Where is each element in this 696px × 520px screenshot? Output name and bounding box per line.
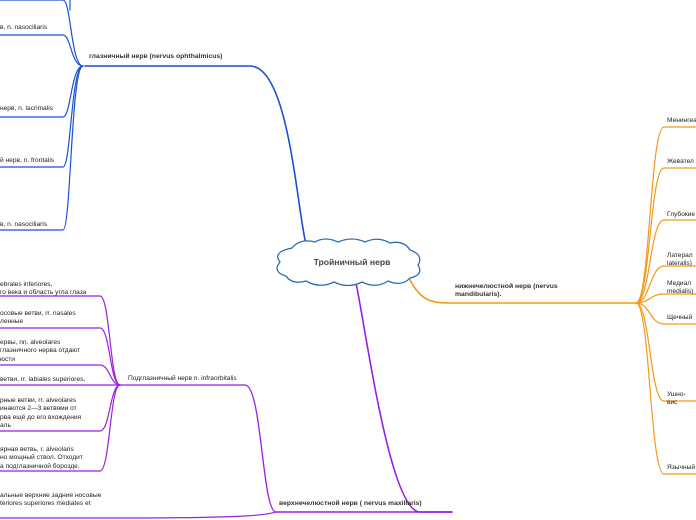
connector-mandibular-child-7 — [635, 302, 696, 402]
mandibular-child-6[interactable]: Щечный — [667, 314, 693, 321]
ophthalmic-nerve-topic[interactable]: глазничный нерв (nervus ophthalmicus) — [89, 53, 223, 60]
ophthalmic-child-4[interactable]: в, n. nasociliaris — [0, 221, 48, 228]
infraorbital-child-5[interactable]: рные ветви, rr. alveolares инаются 2—3 в… — [0, 397, 82, 430]
connector-maxillary-infraorbital — [119, 384, 277, 513]
mandibular-child-8[interactable]: Язычный — [667, 464, 696, 471]
maxillary-child-nasal[interactable]: альные верхние задние носовые teriores s… — [0, 492, 102, 508]
connector-ophthalmic-child-5 — [0, 65, 84, 231]
connector-infraorbital-child-1 — [0, 295, 121, 386]
connector-center-mandibular — [408, 277, 637, 304]
ophthalmic-child-3[interactable]: й нерв, n. frontalis — [0, 157, 55, 164]
connector-infraorbital-child-6 — [0, 384, 121, 472]
connector-infraorbital-child-2 — [0, 327, 121, 386]
mandibular-child-7[interactable]: Ушно-вис — [667, 391, 686, 407]
ophthalmic-child-1[interactable]: в, n. nasociliaris — [0, 24, 48, 31]
connector-mandibular-child-5 — [635, 293, 696, 304]
connector-center-ophthalmic — [84, 65, 307, 246]
infraorbital-child-3[interactable]: ервы, nn. alveolares глазничного нерва о… — [0, 339, 81, 363]
connector-mandibular-child-4 — [635, 265, 696, 304]
connector-mandibular-child-3 — [635, 219, 696, 304]
connector-ophthalmic-child-4 — [0, 65, 84, 168]
maxillary-nerve-topic[interactable]: верхнечелюстной нерв ( nervus maxillaris… — [279, 500, 422, 507]
infraorbital-child-6[interactable]: ярная ветвь, r. alveolaris но мощный ств… — [0, 446, 83, 470]
connector-ophthalmic-child-3 — [0, 65, 84, 118]
connector-maxillary-nasal — [0, 511, 277, 519]
connector-infraorbital-child-3 — [0, 364, 121, 386]
infraorbital-child-4[interactable]: ветви, rr. labiales superiores, — [0, 376, 86, 383]
mandibular-child-3[interactable]: Глубокие — [667, 211, 696, 218]
connector-mandibular-child-2 — [635, 167, 696, 304]
center-cloud[interactable] — [276, 238, 421, 287]
mandibular-nerve-topic[interactable]: нижнечелюстной нерв (nervus mandibularis… — [455, 283, 558, 299]
connector-infraorbital-child-5 — [0, 384, 121, 432]
connector-ophthalmic-child-1 — [0, 0, 84, 67]
central-topic[interactable]: Тройничный нерв — [313, 257, 391, 267]
connector-mandibular-child-6 — [635, 302, 696, 325]
connector-mandibular-child-8 — [635, 302, 696, 475]
ophthalmic-child-2[interactable]: нерв, n. lacrimalis — [0, 105, 53, 112]
connector-center-maxillary — [355, 282, 453, 513]
infraorbital-child-2[interactable]: осовые ветви, rr. nasales ленные — [0, 310, 76, 326]
mandibular-child-4[interactable]: Латерал lateralis) — [667, 252, 693, 268]
mandibular-child-5[interactable]: Медиал medialis) — [667, 280, 694, 296]
infraorbital-child-1[interactable]: ebrales inferiores, го века и область уг… — [0, 281, 87, 297]
mandibular-child-2[interactable]: Жевател — [667, 158, 694, 165]
connector-ophthalmic-child-2 — [0, 34, 84, 67]
infraorbital-nerve-topic[interactable]: Подглазничный нерв n. infraorbitalis — [128, 375, 237, 382]
connector-mandibular-child-1 — [635, 126, 696, 304]
mandibular-child-1[interactable]: Менингеа — [667, 117, 696, 124]
